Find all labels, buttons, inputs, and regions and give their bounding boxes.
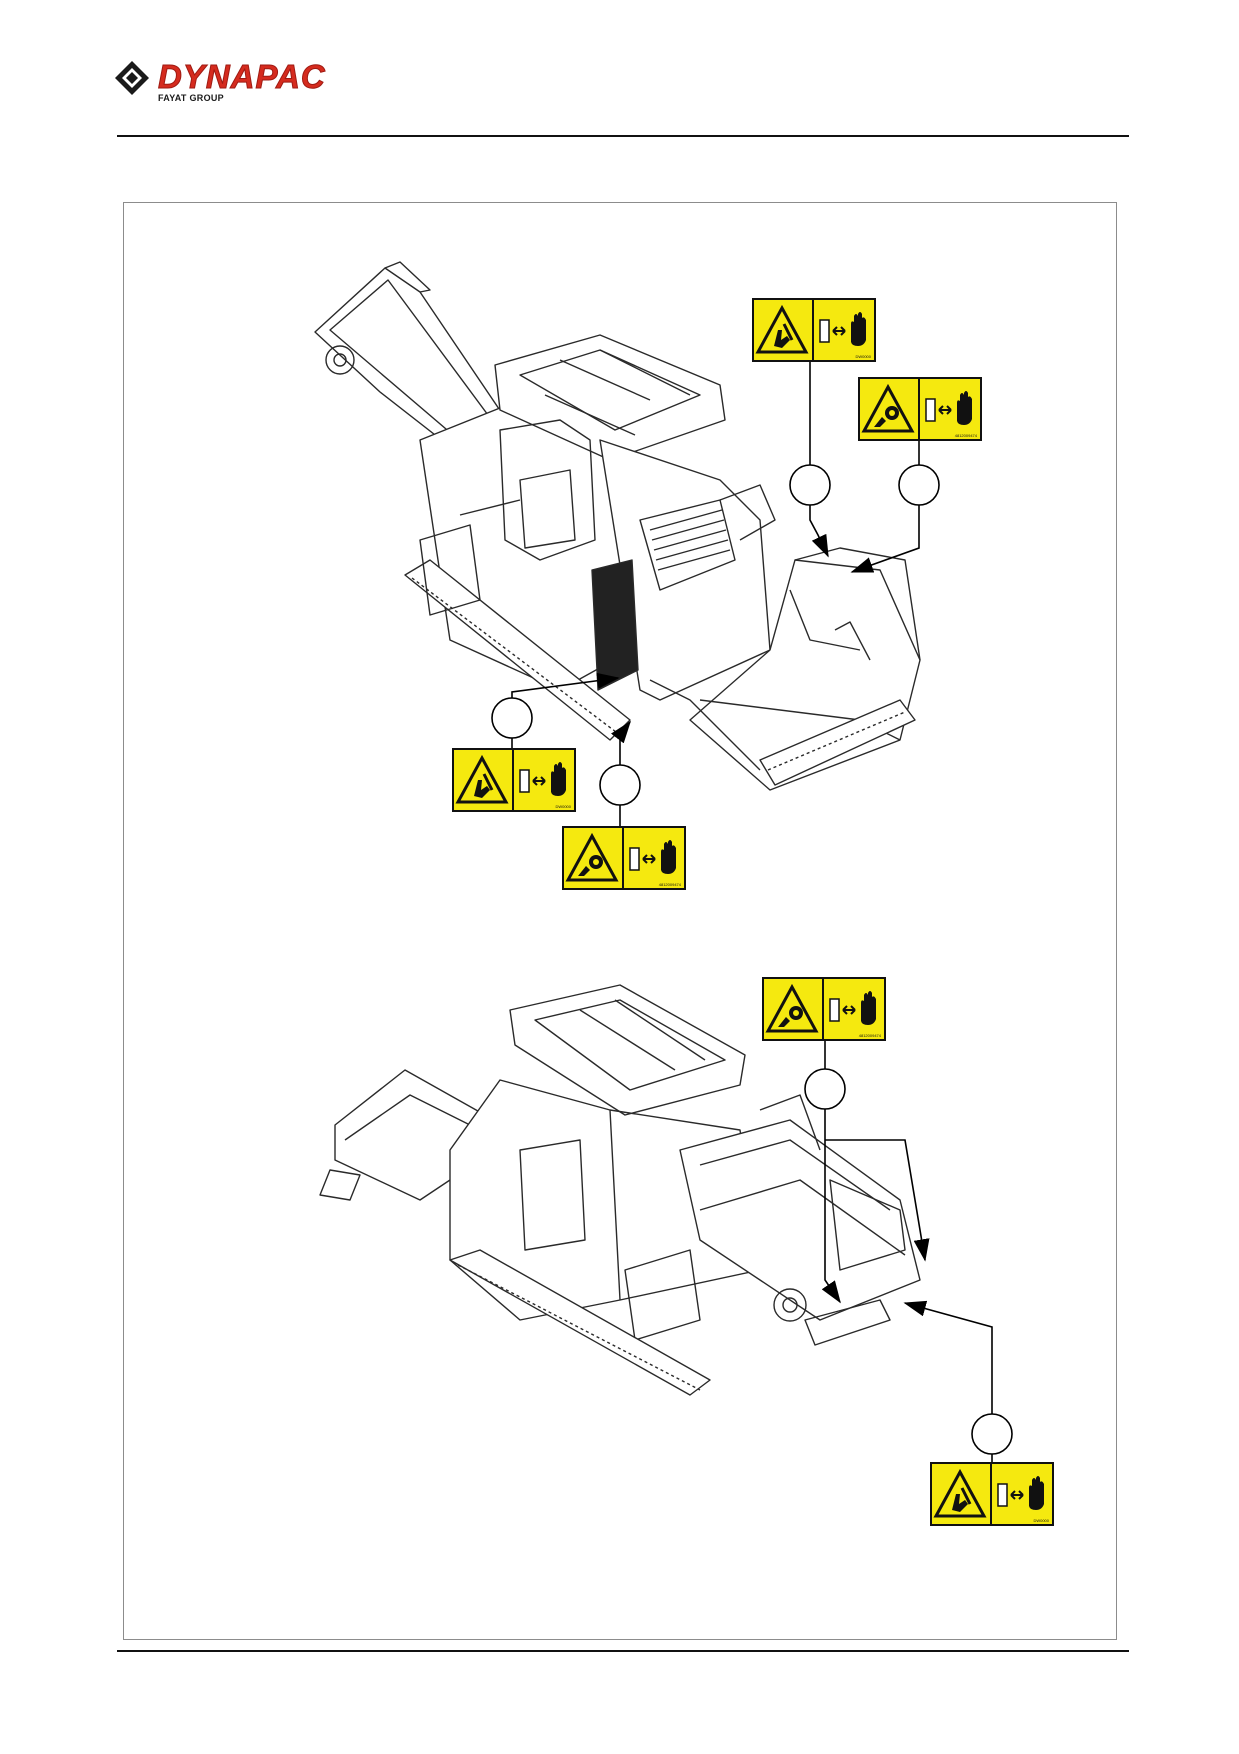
keep-distance-hand-icon xyxy=(819,312,866,346)
keep-distance-hand-icon xyxy=(997,1476,1044,1510)
warning-decal: DW0000 xyxy=(752,298,876,362)
machine-top-view xyxy=(314,261,921,791)
hand-crush-warning-icon xyxy=(755,304,809,354)
brand-group: FAYAT GROUP xyxy=(158,93,224,103)
decal-code: DW0000 xyxy=(855,354,871,359)
keep-distance-hand-icon xyxy=(629,840,676,874)
warning-decal: 4812009474 xyxy=(762,977,886,1041)
callouts-top xyxy=(491,361,940,826)
rotating-parts-warning-icon xyxy=(765,983,819,1033)
dynapac-diamond-icon xyxy=(115,61,149,95)
warning-decal: DW0000 xyxy=(930,1462,1054,1526)
figure-frame xyxy=(123,202,1117,1640)
hand-crush-warning-icon xyxy=(933,1468,987,1518)
decal-code: DW0000 xyxy=(1033,1518,1049,1523)
footer-rule xyxy=(117,1650,1129,1652)
decal-code: 4812009474 xyxy=(658,882,681,887)
rotating-parts-warning-icon xyxy=(861,383,915,433)
warning-decal: 4812009474 xyxy=(562,826,686,890)
callouts-bottom xyxy=(804,1041,1013,1462)
header-rule xyxy=(117,135,1129,137)
keep-distance-hand-icon xyxy=(925,391,972,425)
warning-decal: DW0000 xyxy=(452,748,576,812)
decal-code: DW0000 xyxy=(555,804,571,809)
keep-distance-hand-icon xyxy=(829,991,876,1025)
dynapac-logo: DYNAPAC FAYAT GROUP xyxy=(114,56,414,106)
hand-crush-warning-icon xyxy=(455,754,509,804)
decal-code: 4812009474 xyxy=(858,1033,881,1038)
warning-decal: 4812009474 xyxy=(858,377,982,441)
decal-code: 4812009474 xyxy=(954,433,977,438)
rotating-parts-warning-icon xyxy=(565,832,619,882)
brand-name: DYNAPAC xyxy=(158,58,326,96)
keep-distance-hand-icon xyxy=(519,762,566,796)
machine-bottom-view xyxy=(319,984,921,1396)
